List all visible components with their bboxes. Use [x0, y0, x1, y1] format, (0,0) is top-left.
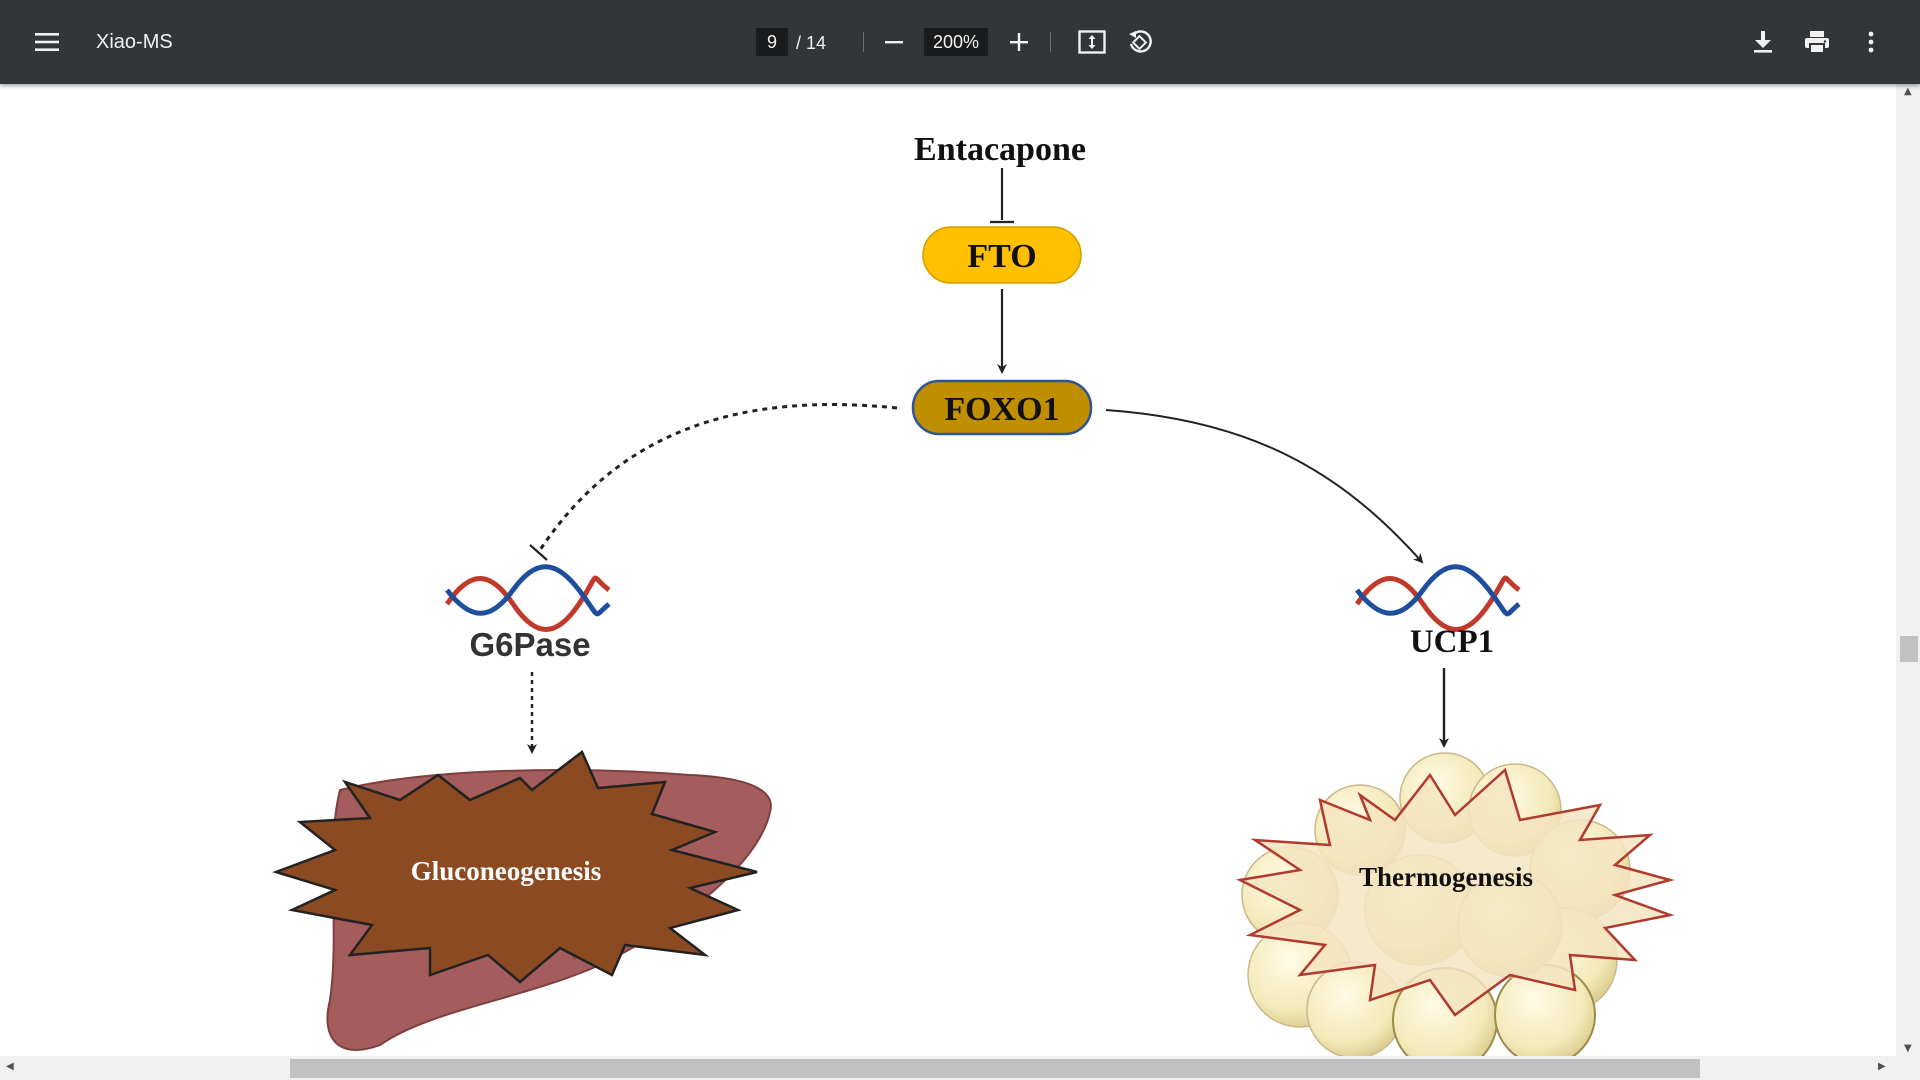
horizontal-scroll-thumb[interactable]: [290, 1059, 1700, 1078]
print-icon[interactable]: [1797, 22, 1837, 62]
scroll-down-icon[interactable]: ▼: [1904, 1043, 1912, 1054]
ucp1-label: UCP1: [1410, 624, 1494, 660]
dashed-inhibition-curve: [538, 403, 898, 551]
download-icon[interactable]: [1743, 22, 1783, 62]
dashed-inhibition-bar: [529, 544, 548, 561]
fto-node: [922, 226, 1082, 284]
scroll-left-icon[interactable]: ◀: [6, 1061, 14, 1072]
pdf-page-viewport[interactable]: Entacapone FTO FOXO1 G6Pase UCP1: [0, 84, 1896, 1056]
dna-helix-icon: [444, 564, 611, 632]
vertical-scrollbar[interactable]: ▲ ▼: [1896, 84, 1920, 1056]
thermogenesis-starburst: [1236, 767, 1675, 1017]
zoom-in-icon[interactable]: [999, 22, 1039, 62]
page-number-input[interactable]: 9: [756, 28, 788, 56]
gluconeogenesis-starburst: [272, 750, 758, 984]
dna-helix-icon: [1354, 564, 1521, 632]
fto-label: FTO: [967, 238, 1036, 275]
document-title: Xiao-MS: [96, 31, 173, 53]
toolbar-divider: [863, 32, 864, 52]
pdf-toolbar: Xiao-MS 9 / 14 200%: [0, 0, 1920, 84]
foxo1-node: [911, 379, 1093, 436]
fit-page-icon[interactable]: [1072, 22, 1112, 62]
more-options-icon[interactable]: [1851, 22, 1891, 62]
gluconeogenesis-label: Gluconeogenesis: [411, 856, 602, 886]
menu-icon[interactable]: [28, 22, 68, 62]
rotate-icon[interactable]: [1120, 22, 1160, 62]
zoom-level-input[interactable]: 200%: [924, 28, 988, 56]
foxo1-label: FOXO1: [944, 391, 1059, 428]
vertical-scroll-thumb[interactable]: [1900, 636, 1918, 662]
zoom-out-icon[interactable]: [874, 22, 914, 62]
entacapone-label: Entacapone: [914, 131, 1086, 168]
scroll-right-icon[interactable]: ▶: [1878, 1061, 1886, 1072]
scroll-up-icon[interactable]: ▲: [1904, 86, 1912, 97]
activation-curve: [1105, 409, 1424, 564]
toolbar-divider: [1050, 32, 1051, 52]
thermogenesis-label: Thermogenesis: [1359, 862, 1533, 892]
g6pase-label: G6Pase: [469, 626, 590, 663]
page-total: / 14: [796, 33, 827, 53]
horizontal-scrollbar[interactable]: ◀ ▶: [0, 1056, 1920, 1080]
pathway-diagram: Entacapone FTO FOXO1 G6Pase UCP1: [272, 131, 1675, 1056]
